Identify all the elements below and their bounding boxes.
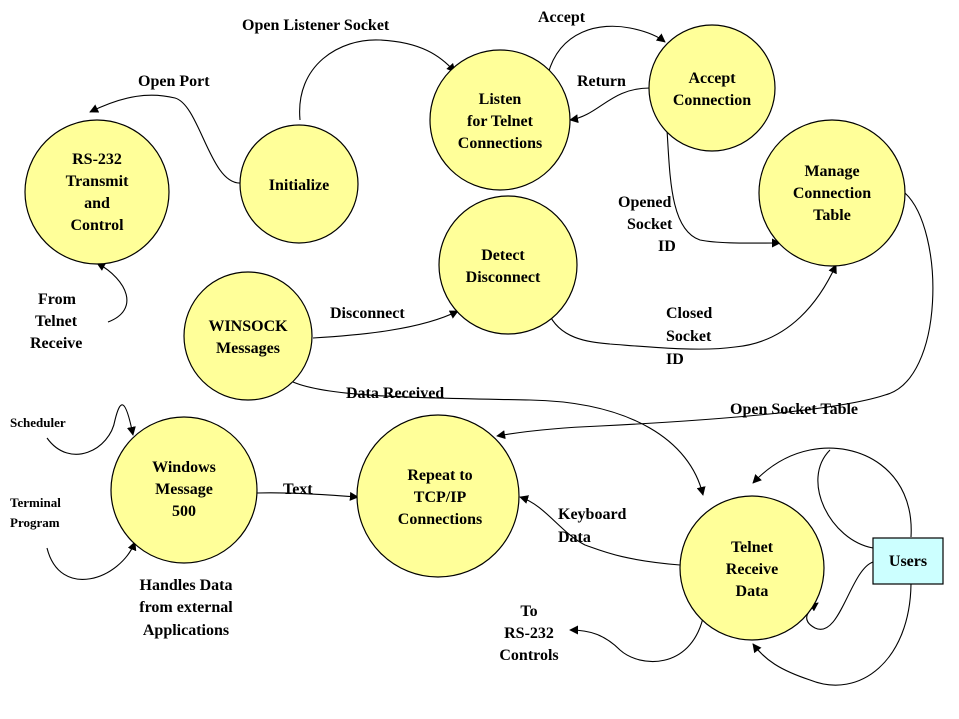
label-accept: Accept (538, 9, 586, 26)
listen-line-3: Connections (458, 135, 542, 152)
node-winsock-messages: WINSOCK Messages (183, 271, 313, 401)
listen-line-2: for Telnet (467, 113, 534, 130)
repeat-line-1: Repeat to (407, 467, 472, 484)
label-return: Return (577, 73, 626, 90)
rs232-line-1: RS-232 (72, 151, 122, 168)
label-closed-line-3: ID (666, 351, 684, 368)
label-scheduler: Scheduler (10, 415, 66, 430)
label-data-received: Data Received (346, 385, 444, 402)
winsock-line-2: Messages (216, 340, 280, 357)
edge-accept (547, 25, 666, 75)
label-handles-line-1: Handles Data (140, 577, 233, 594)
telnet-line-1: Telnet (731, 539, 774, 556)
windows-msg-line-2: Message (155, 481, 213, 498)
label-disconnect: Disconnect (330, 305, 405, 322)
node-detect-disconnect: Detect Disconnect (438, 195, 578, 335)
node-listen-telnet: Listen for Telnet Connections (429, 49, 571, 191)
manage-line-1: Manage (804, 163, 859, 180)
edge-text (256, 491, 359, 501)
label-from-line-1: From (38, 291, 77, 308)
label-open-listener-socket: Open Listener Socket (242, 17, 390, 34)
repeat-line-2: TCP/IP (414, 489, 467, 506)
edge-open-port (89, 94, 242, 184)
listen-line-1: Listen (479, 91, 522, 108)
edge-disconnect (312, 310, 459, 339)
label-to-line-3: Controls (499, 647, 558, 664)
label-opened-line-3: ID (658, 238, 676, 255)
node-users: Users (872, 537, 944, 585)
edge-from-telnet-receive (96, 262, 128, 323)
edge-users-loop-inner-top (817, 449, 874, 549)
repeat-line-3: Connections (398, 511, 482, 528)
edge-terminal-program (46, 541, 137, 580)
node-initialize: Initialize (239, 124, 359, 244)
rs232-line-2: Transmit (66, 173, 129, 190)
label-from-line-3: Receive (30, 335, 82, 352)
edge-users-loop-top (752, 447, 912, 538)
node-accept-connection: Accept Connection (648, 24, 776, 152)
label-open-socket-table: Open Socket Table (730, 401, 858, 418)
edge-keyboard-data (519, 495, 681, 566)
manage-line-3: Table (813, 207, 851, 224)
label-keyboard-line-2: Data (558, 529, 591, 546)
accept-line-2: Connection (673, 92, 751, 109)
edge-opened-socket-id (666, 129, 781, 248)
label-to-line-2: RS-232 (504, 625, 554, 642)
edge-scheduler (46, 404, 136, 455)
edge-closed-socket-id (547, 264, 837, 350)
label-terminal-line-1: Terminal (10, 495, 61, 510)
label-from-line-2: Telnet (35, 313, 78, 330)
node-rs232-transmit-control: RS-232 Transmit and Control (24, 119, 170, 265)
rs232-line-4: Control (70, 217, 124, 234)
label-handles-line-3: Applications (143, 622, 229, 639)
label-opened-line-1: Opened (618, 194, 671, 211)
initialize-label: Initialize (269, 177, 329, 194)
edge-open-socket-table (496, 192, 934, 440)
node-repeat-tcpip: Repeat to TCP/IP Connections (356, 414, 520, 578)
users-label: Users (889, 553, 927, 570)
label-closed-line-2: Socket (666, 328, 712, 345)
label-terminal-line-2: Program (10, 515, 60, 530)
label-keyboard-line-1: Keyboard (558, 506, 627, 523)
label-text: Text (283, 481, 313, 498)
winsock-line-1: WINSOCK (208, 318, 288, 335)
label-handles-line-2: from external (139, 599, 233, 616)
label-opened-line-2: Socket (627, 216, 673, 233)
edge-data-received (292, 381, 706, 496)
detect-line-1: Detect (481, 247, 525, 264)
telnet-line-3: Data (736, 583, 769, 600)
manage-line-2: Connection (793, 185, 871, 202)
rs232-line-3: and (84, 195, 110, 212)
label-open-port: Open Port (138, 73, 210, 90)
label-closed-line-1: Closed (666, 305, 712, 322)
node-telnet-receive-data: Telnet Receive Data (679, 495, 825, 641)
edge-return (569, 87, 651, 124)
detect-line-2: Disconnect (466, 269, 541, 286)
accept-line-1: Accept (688, 70, 736, 87)
label-to-line-1: To (520, 603, 537, 620)
telnet-line-2: Receive (726, 561, 778, 578)
windows-msg-line-1: Windows (152, 459, 216, 476)
edge-open-listener-socket (299, 39, 456, 121)
node-windows-message-500: Windows Message 500 (110, 416, 258, 564)
edge-users-loop-bottom (752, 583, 912, 686)
edge-to-rs232 (569, 617, 704, 662)
windows-msg-line-3: 500 (172, 503, 196, 520)
node-manage-connection-table: Manage Connection Table (758, 119, 906, 267)
